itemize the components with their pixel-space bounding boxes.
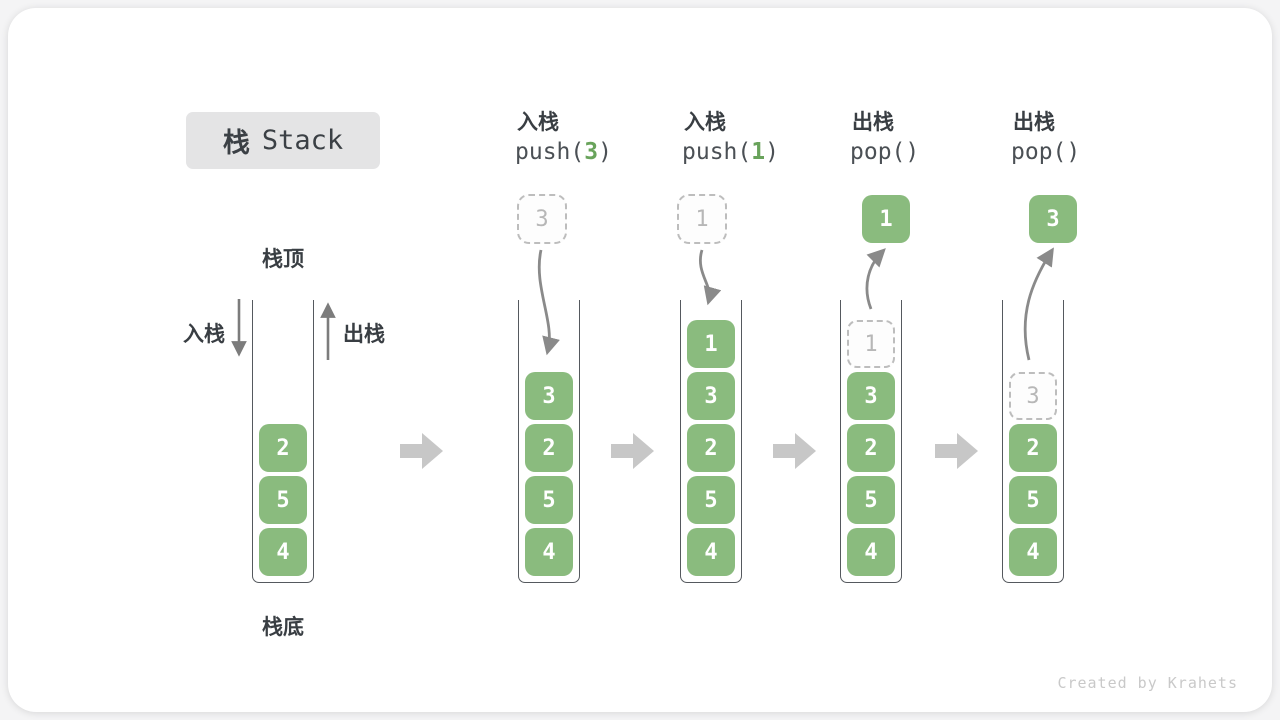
stack-bottom-label: 栈底 [262, 615, 304, 639]
watermark: Created by Krahets [1057, 674, 1238, 692]
stack-top-label: 栈顶 [262, 247, 304, 271]
stack3-incoming-value: 1 [677, 194, 727, 244]
stack4-ghost-slot: 1 [847, 320, 895, 368]
op2-code-arg: 1 [751, 139, 766, 165]
stack4-cell: 3 [847, 372, 895, 420]
op2-code-pre: push( [682, 139, 752, 165]
op3-name: 出栈 [852, 110, 894, 134]
op1-code-pre: push( [515, 139, 585, 165]
stack1-cell: 5 [259, 476, 307, 524]
op1-code: push(3) [515, 139, 612, 165]
op2-name: 入栈 [684, 110, 726, 134]
op2-code-post: ) [765, 139, 779, 165]
title-box: 栈 Stack [186, 112, 380, 169]
stack5-ghost-slot: 3 [1009, 372, 1057, 420]
stack4-cell: 2 [847, 424, 895, 472]
stack2-cell: 2 [525, 424, 573, 472]
op3-code: pop() [850, 139, 919, 165]
op4-code-post: ) [1066, 139, 1081, 165]
op1-name: 入栈 [517, 110, 559, 134]
title-cjk: 栈 [222, 128, 250, 159]
title-latin: Stack [261, 125, 344, 156]
stack4-cell: 4 [847, 528, 895, 576]
stack1-cell: 4 [259, 528, 307, 576]
op4-code-pre: pop( [1011, 139, 1067, 165]
stack5-popped-value: 3 [1029, 195, 1077, 243]
stack3-cell: 2 [687, 424, 735, 472]
stack3-cell: 5 [687, 476, 735, 524]
push-side-label: 入栈 [183, 322, 225, 346]
stack1-cell: 2 [259, 424, 307, 472]
stack5-cell: 2 [1009, 424, 1057, 472]
op3-code-post: ) [905, 139, 920, 165]
op2-code: push(1) [682, 139, 779, 165]
op4-name: 出栈 [1013, 110, 1055, 134]
op1-code-post: ) [598, 139, 612, 165]
op1-code-arg: 3 [584, 139, 599, 165]
stack4-popped-value: 1 [862, 195, 910, 243]
stack5-cell: 5 [1009, 476, 1057, 524]
stack4-cell: 5 [847, 476, 895, 524]
stack3-cell: 1 [687, 320, 735, 368]
op4-code: pop() [1011, 139, 1080, 165]
stack2-incoming-value: 3 [517, 194, 567, 244]
stack5-cell: 4 [1009, 528, 1057, 576]
stack3-cell: 3 [687, 372, 735, 420]
op3-code-pre: pop( [850, 139, 906, 165]
stack2-cell: 5 [525, 476, 573, 524]
pop-side-label: 出栈 [343, 322, 385, 346]
stack3-cell: 4 [687, 528, 735, 576]
stack2-cell: 3 [525, 372, 573, 420]
stack2-cell: 4 [525, 528, 573, 576]
